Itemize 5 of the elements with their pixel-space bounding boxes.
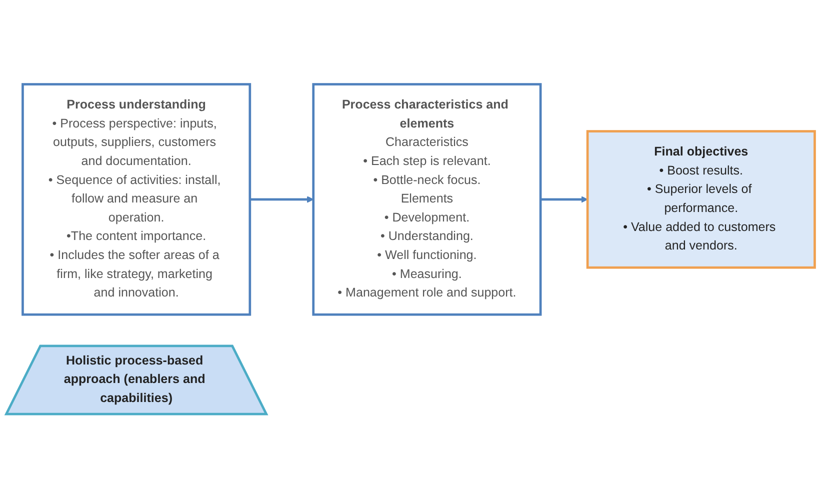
node-box: Process understanding • Process perspective: inputs, outputs, suppliers, customers and documentation. • Sequence of activities: install, follow and measure an operation. •The content importance. • Includes the softer areas of a firm, like strategy, marketing and innovation. — [22, 83, 252, 316]
node-box: Final objectives • Boost results. • Superior levels of performance. • Value added to customers and vendors. — [586, 130, 816, 270]
arrow — [250, 196, 314, 204]
node-box: Process characteristics and elements Characteristics • Each step is relevant. • Bottle-neck focus. Elements • Development. • Understanding. • Well functioning. • Measuring. • Management role and support. — [312, 83, 542, 316]
arrow — [540, 196, 588, 204]
